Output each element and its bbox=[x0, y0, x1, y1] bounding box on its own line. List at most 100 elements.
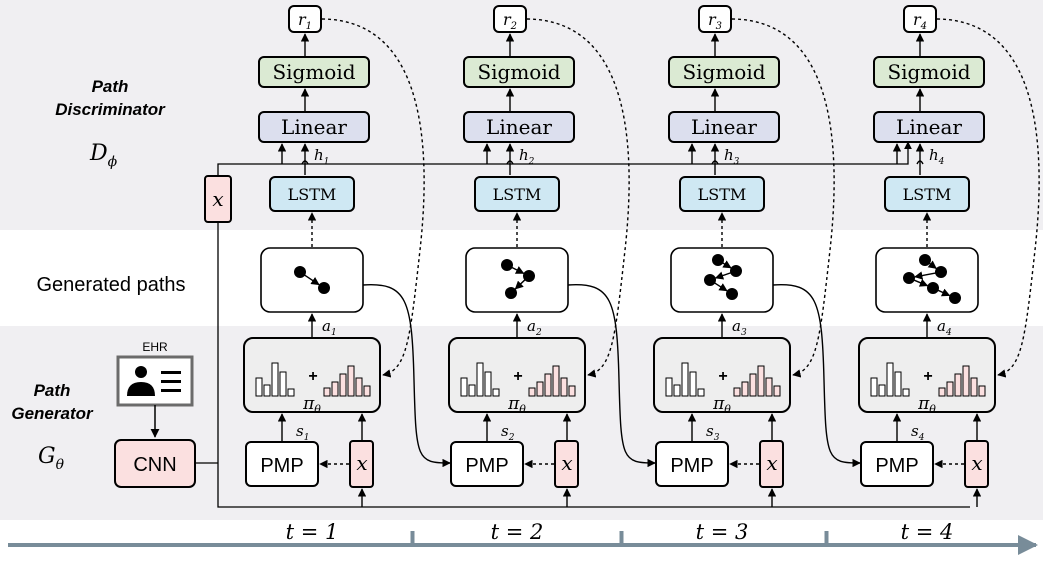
path-node bbox=[294, 266, 306, 278]
ehr-label: EHR bbox=[142, 340, 168, 354]
lstm-label: LSTM bbox=[903, 185, 952, 204]
policy-bar bbox=[681, 362, 689, 397]
pmp-input-x-label: x bbox=[561, 451, 572, 475]
path-node bbox=[903, 272, 915, 284]
policy-bar bbox=[765, 377, 773, 397]
policy-bar bbox=[938, 387, 946, 397]
path-node bbox=[318, 282, 330, 294]
discriminator-label: Path Discriminator Dϕ bbox=[55, 77, 166, 170]
path-node bbox=[726, 288, 738, 300]
policy-bar bbox=[902, 388, 910, 397]
policy-bar bbox=[886, 362, 894, 397]
linear-block bbox=[668, 111, 780, 143]
policy-bar bbox=[355, 377, 363, 397]
discriminator-title-line1: Path bbox=[92, 77, 129, 96]
reward-feedback-arrow bbox=[936, 18, 1040, 378]
policy-bar bbox=[894, 371, 902, 397]
generator-title-line1: Path bbox=[34, 381, 71, 400]
path-to-next-pmp-arrow bbox=[362, 284, 451, 468]
bus-crossing bbox=[916, 160, 924, 165]
policy-bar bbox=[492, 388, 500, 397]
path-edge-arrow bbox=[913, 278, 929, 287]
policy-symbol: πθ bbox=[302, 394, 321, 416]
path-edge-arrow bbox=[721, 260, 732, 269]
pmp-input-x-label: x bbox=[971, 451, 982, 475]
linear-label: Linear bbox=[896, 115, 962, 139]
policy-bar bbox=[870, 377, 878, 397]
policy-bar bbox=[323, 387, 331, 397]
policy-bar bbox=[773, 385, 781, 397]
lstm-block bbox=[679, 176, 765, 212]
bus-crossing bbox=[506, 160, 514, 165]
policy-bar bbox=[544, 373, 552, 397]
policy-bar bbox=[279, 371, 287, 397]
lstm-block bbox=[269, 176, 355, 212]
path-edge-arrow bbox=[511, 266, 525, 274]
action-label: a3 bbox=[732, 317, 747, 338]
generator-symbol-sub: θ bbox=[56, 457, 65, 473]
policy-plus: + bbox=[513, 368, 522, 385]
sigmoid-block bbox=[668, 56, 780, 88]
time-step-label: t = 1 bbox=[286, 520, 339, 544]
lstm-label: LSTM bbox=[288, 185, 337, 204]
pmp-block bbox=[860, 441, 934, 487]
timeline-tick bbox=[824, 531, 829, 547]
lstm-label: LSTM bbox=[493, 185, 542, 204]
path-node bbox=[730, 265, 742, 277]
state-label: s2 bbox=[501, 422, 515, 443]
state-label: s1 bbox=[296, 422, 309, 443]
reward-box bbox=[288, 5, 322, 33]
reward-box bbox=[903, 5, 937, 33]
action-label: a1 bbox=[322, 317, 337, 338]
linear-block bbox=[463, 111, 575, 143]
policy-bar bbox=[568, 385, 576, 397]
sigmoid-label: Sigmoid bbox=[682, 60, 765, 84]
linear-label: Linear bbox=[486, 115, 552, 139]
policy-bar bbox=[271, 362, 279, 397]
policy-bar bbox=[339, 373, 347, 397]
discriminator-symbol: Dϕ bbox=[89, 141, 118, 170]
generator-symbol: Gθ bbox=[38, 444, 65, 473]
discriminator-title-line2: Discriminator bbox=[55, 100, 166, 119]
linear-label: Linear bbox=[281, 115, 347, 139]
policy-symbol: πθ bbox=[917, 394, 936, 416]
path-edge-arrow bbox=[713, 282, 728, 292]
path-node bbox=[927, 282, 939, 294]
generator-title-line2: Generator bbox=[11, 404, 94, 423]
policy-bar bbox=[741, 381, 749, 397]
hidden-state-label: h2 bbox=[519, 146, 535, 167]
path-node bbox=[949, 292, 961, 304]
policy-bar bbox=[689, 371, 697, 397]
linear-label: Linear bbox=[691, 115, 757, 139]
path-to-next-pmp-arrow bbox=[567, 284, 656, 468]
ehr-record: EHR bbox=[116, 340, 194, 407]
policy-bar bbox=[552, 365, 560, 397]
discriminator-symbol-sub: ϕ bbox=[108, 154, 118, 170]
policy-bar bbox=[954, 373, 962, 397]
hidden-state-label: h3 bbox=[724, 146, 740, 167]
policy-bar bbox=[946, 381, 954, 397]
discriminator-input-x-label: x bbox=[212, 187, 223, 211]
policy-bar bbox=[749, 373, 757, 397]
path-node bbox=[704, 274, 716, 286]
policy-bar bbox=[665, 377, 673, 397]
action-label: a2 bbox=[527, 317, 542, 338]
path-edge-arrow bbox=[927, 260, 937, 269]
sigmoid-label: Sigmoid bbox=[272, 60, 355, 84]
path-node bbox=[712, 254, 724, 266]
policy-bar bbox=[263, 384, 271, 397]
pmp-input-x-label: x bbox=[356, 451, 367, 475]
path-node bbox=[935, 266, 947, 278]
lstm-label: LSTM bbox=[698, 185, 747, 204]
reward-feedback-arrow bbox=[526, 18, 630, 378]
path-edge-arrow bbox=[514, 278, 526, 290]
policy-symbol: πθ bbox=[507, 394, 526, 416]
policy-bar bbox=[460, 377, 468, 397]
policy-bar bbox=[476, 362, 484, 397]
policy-bar bbox=[331, 381, 339, 397]
policy-bar bbox=[484, 371, 492, 397]
path-node bbox=[501, 259, 513, 271]
sigmoid-block bbox=[258, 56, 370, 88]
